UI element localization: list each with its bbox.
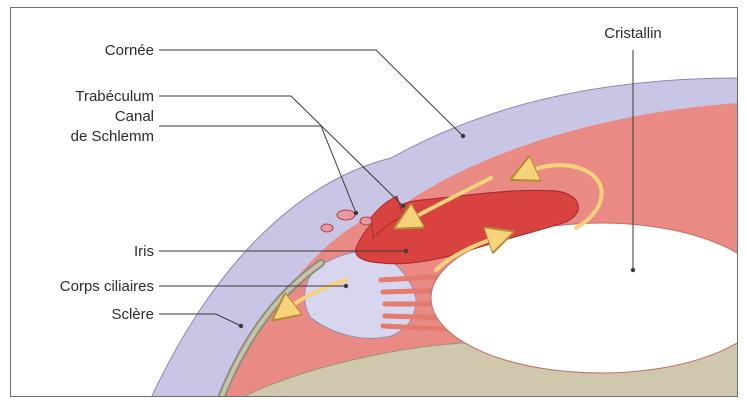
ciliary-body-label: Corps ciliaires (60, 278, 154, 295)
lens-label: Cristallin (604, 25, 662, 42)
cornea-label: Cornée (105, 42, 154, 59)
canal-label-line2: de Schlemm (71, 128, 154, 145)
canal-label-line1: Canal (115, 108, 154, 125)
iris-label: Iris (134, 243, 154, 260)
trabeculum-label: Trabéculum (75, 88, 154, 105)
eye-anatomy-svg: Cornée Trabéculum Canal de Schlemm Iris … (11, 8, 738, 397)
eye-anatomy-diagram: Cornée Trabéculum Canal de Schlemm Iris … (10, 7, 738, 397)
sclera-label: Sclère (111, 306, 154, 323)
